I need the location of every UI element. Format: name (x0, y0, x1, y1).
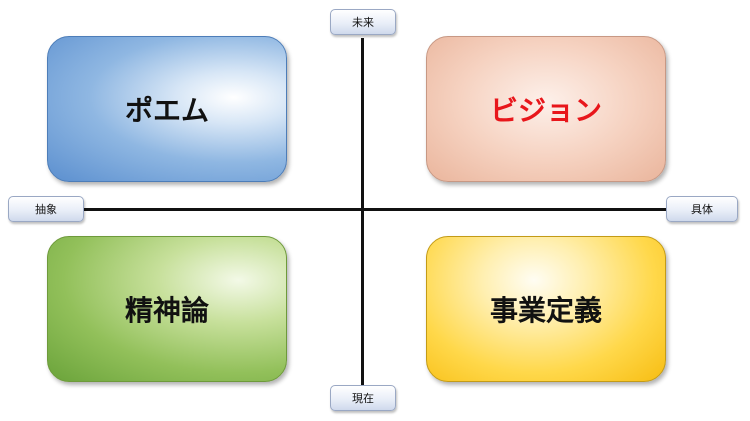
quadrant-spirit: 精神論 (47, 236, 287, 382)
axis-label-abstract: 抽象 (8, 196, 84, 222)
vertical-axis-line (361, 38, 364, 386)
axis-label-present: 現在 (330, 385, 396, 411)
axis-label-concrete: 具体 (666, 196, 738, 222)
quadrant-poem: ポエム (47, 36, 287, 182)
quadrant-vision: ビジョン (426, 36, 666, 182)
axis-label-future: 未来 (330, 9, 396, 35)
horizontal-axis-line (84, 208, 667, 211)
quadrant-business-definition: 事業定義 (426, 236, 666, 382)
